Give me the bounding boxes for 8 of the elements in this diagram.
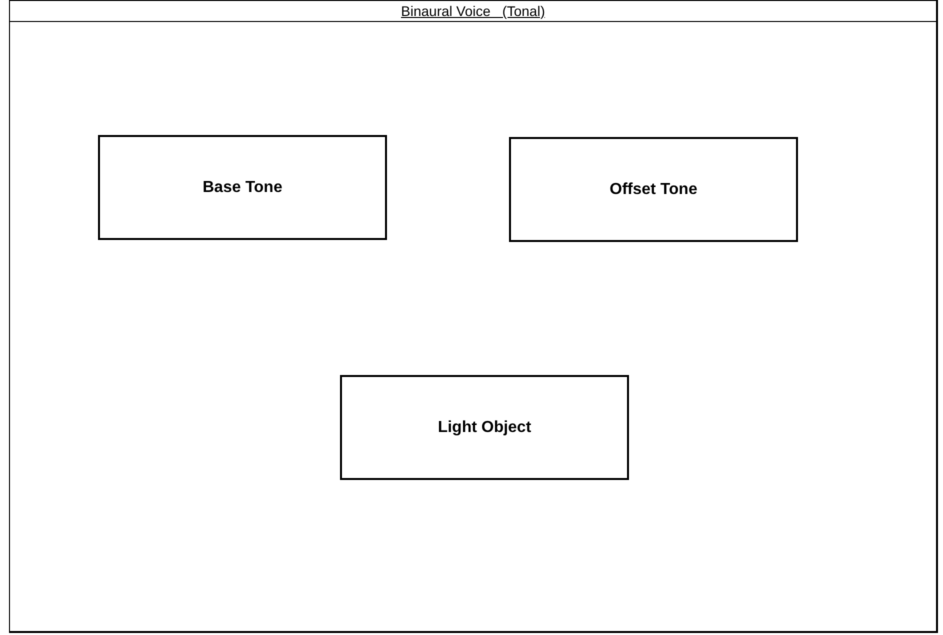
container-frame [9, 0, 938, 633]
box-label: Base Tone [202, 178, 282, 196]
box-label: Offset Tone [610, 180, 698, 198]
box-label: Light Object [438, 418, 532, 436]
component-box [509, 137, 798, 242]
component-box [98, 135, 387, 240]
frame-title: Binaural Voice (Tonal) [400, 3, 546, 19]
component-box [340, 375, 629, 480]
